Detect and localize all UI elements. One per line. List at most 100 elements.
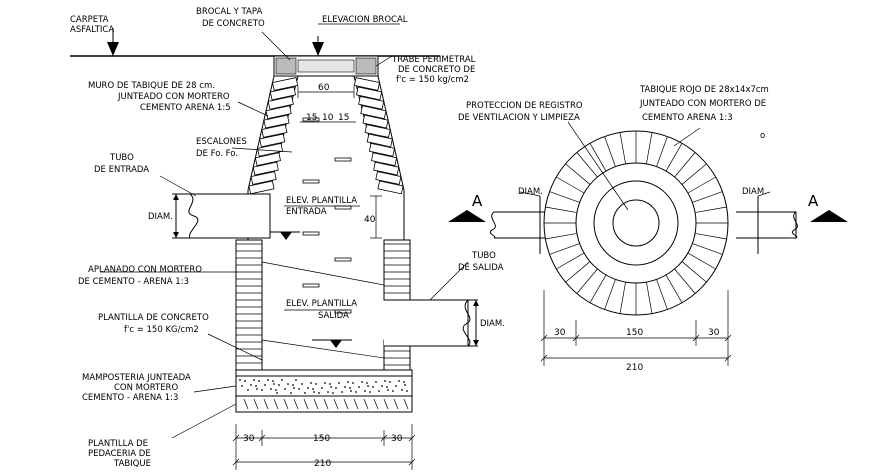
base-brick [273,398,279,410]
label-escalones-2: DE Fo. Fo. [196,149,238,159]
gravel-dot [318,392,320,394]
inlet-pipe [172,193,271,239]
gravel-dot [386,386,388,388]
cylinder-walls [235,190,411,371]
ring-brick-joint [674,268,696,294]
ring-brick-joint [646,132,653,164]
gravel-dot [392,390,394,392]
label-escalones-1: ESCALONES [196,137,247,147]
gravel-dot [381,385,383,387]
ring-brick-joint [565,163,591,185]
label-proteccion-1: PROTECCION DE REGISTRO [466,101,583,111]
ring-brick-joint [604,279,616,310]
gravel-dot [255,385,257,387]
label-trabe-3: f'c = 150 kg/cm2 [396,75,469,85]
gravel-dot [247,389,249,391]
gravel-dot [304,392,306,394]
plan-dim-150: 150 [626,328,643,338]
label-cut-left: A [472,192,483,210]
gravel-dot [273,383,275,385]
wall-brick [252,161,279,176]
wall-brick [368,142,395,157]
gravel-dot [310,382,312,384]
gravel-dot [298,388,300,390]
dim-step-15a: 15 [306,113,317,123]
label-tabique-2: JUNTEADO CON MORTERO DE [639,99,766,109]
wall-brick [358,95,385,110]
ring-brick-joint [692,191,723,203]
base-brick [253,398,259,410]
plan-right-pipe [736,196,798,254]
ring-brick-joint [665,274,683,303]
section-dimensions [232,424,416,470]
wall-brick [360,105,387,120]
base-brick [383,398,389,410]
wall-brick [250,171,277,185]
dim-bottom-150: 150 [313,434,330,444]
gravel-dot [281,379,283,381]
gravel-dot [361,381,363,383]
steps [302,117,352,314]
wall-brick [257,142,284,157]
dim-top-60: 60 [318,83,330,93]
ring-brick-joint [687,252,716,270]
label-carpeta-1: CARPETA [70,15,109,25]
gravel-dot [290,392,292,394]
gravel-dot [369,391,371,393]
base-brick [243,398,249,410]
ring-brick-joint [619,282,626,314]
ring-brick-joint [619,132,626,164]
base-brick [403,398,409,410]
base-brick [353,398,359,410]
gravel-dot [312,388,314,390]
label-elev-salida-1: ELEV. PLANTILLA [286,299,357,309]
wall-brick [375,171,402,185]
gravel-dot [338,382,340,384]
cut-marker-right [810,210,848,222]
gravel-dot [358,386,360,388]
gravel-dot [313,391,315,393]
label-tabique-1: TABIQUE ROJO DE 28x14x7cm [639,85,769,95]
gravel-dot [347,381,349,383]
gravel-dot [315,383,317,385]
plan-view: PROTECCION DE REGISTRO DE VENTILACION Y … [448,85,848,373]
label-brocal-1: BROCAL Y TAPA [196,7,262,17]
cone-walls [247,75,405,195]
wall-brick [259,133,286,148]
label-plantilla-concreto-1: PLANTILLA DE CONCRETO [98,313,209,323]
gravel-dot [350,390,352,392]
label-plantilla-concreto-2: f'c = 150 KG/cm2 [124,325,199,335]
outlet-pipe [384,299,479,347]
gravel-dot [404,384,406,386]
base-brick [283,398,289,410]
plan-dim-30a: 30 [554,328,566,338]
gravel-dot [366,382,368,384]
base-brick [313,398,319,410]
gravel-dot [335,387,337,389]
label-trabe-1: TRABE PERIMETRAL [391,55,476,65]
label-muro-3: CEMENTO ARENA 1:5 [140,103,231,113]
gravel-dot [372,386,374,388]
label-proteccion-2: DE VENTILACION Y LIMPIEZA [458,113,580,123]
label-tubo-salida-2: DE SALIDA [458,263,504,273]
gravel-dot [253,379,255,381]
ring-brick-joint [656,279,668,310]
base-brick [303,398,309,410]
gravel-dot [278,384,280,386]
base-brick [323,398,329,410]
plan-dim-210: 210 [626,363,643,373]
ring-brick-joint [549,243,580,255]
label-pedaceria-3: TABIQUE [113,459,151,469]
gravel-dot [321,387,323,389]
brick-ring [543,130,729,316]
gravel-dot [307,387,309,389]
label-trabe-2: DE CONCRETO DE [398,65,475,75]
wall-brick [356,86,383,101]
gravel-dot [275,389,277,391]
gravel-dot [244,380,246,382]
gravel-dot [349,387,351,389]
label-elev-entrada-2: ENTRADA [286,207,327,217]
gravel-dot [292,384,294,386]
gravel-dot [250,384,252,386]
dim-step-15b: 15 [338,113,349,123]
